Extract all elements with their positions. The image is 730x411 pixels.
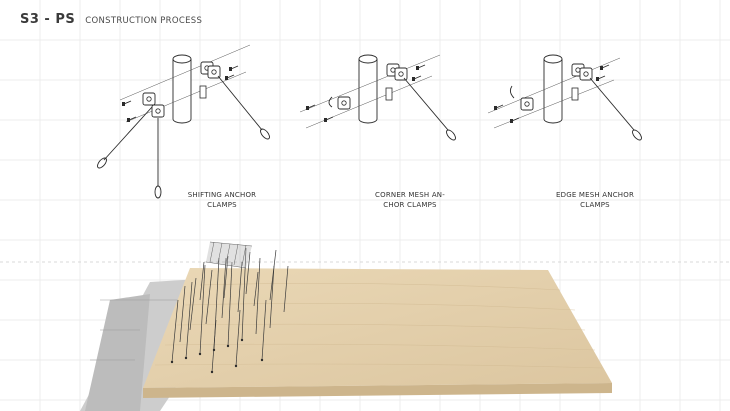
section-code: S3 - PS (20, 12, 76, 27)
mesh-net (206, 242, 252, 268)
caption-line: CORNER MESH AN- (375, 191, 445, 199)
caption-line: CLAMPS (580, 201, 610, 209)
edge-mesh-anchor-clamp-drawing (487, 54, 642, 141)
wood-base-edge (143, 383, 612, 398)
caption-line: SHIFTING ANCHOR (187, 191, 257, 199)
shifting-anchor-clamp-drawing (97, 44, 270, 199)
caption-corner-mesh: CORNER MESH AN- CHOR CLAMPS (350, 190, 470, 210)
caption-shifting-anchor: SHIFTING ANCHOR CLAMPS (162, 190, 282, 210)
corner-mesh-anchor-clamp-drawing (299, 54, 456, 141)
caption-line: EDGE MESH ANCHOR (555, 191, 635, 199)
page-header: S3 - PS CONSTRUCTION PROCESS (20, 12, 202, 27)
page-title: CONSTRUCTION PROCESS (85, 16, 203, 26)
caption-edge-mesh: EDGE MESH ANCHOR CLAMPS (535, 190, 655, 210)
pin-array (171, 247, 289, 373)
caption-line: CHOR CLAMPS (383, 201, 437, 209)
caption-line: CLAMPS (207, 201, 237, 209)
wood-base-top (143, 268, 612, 388)
